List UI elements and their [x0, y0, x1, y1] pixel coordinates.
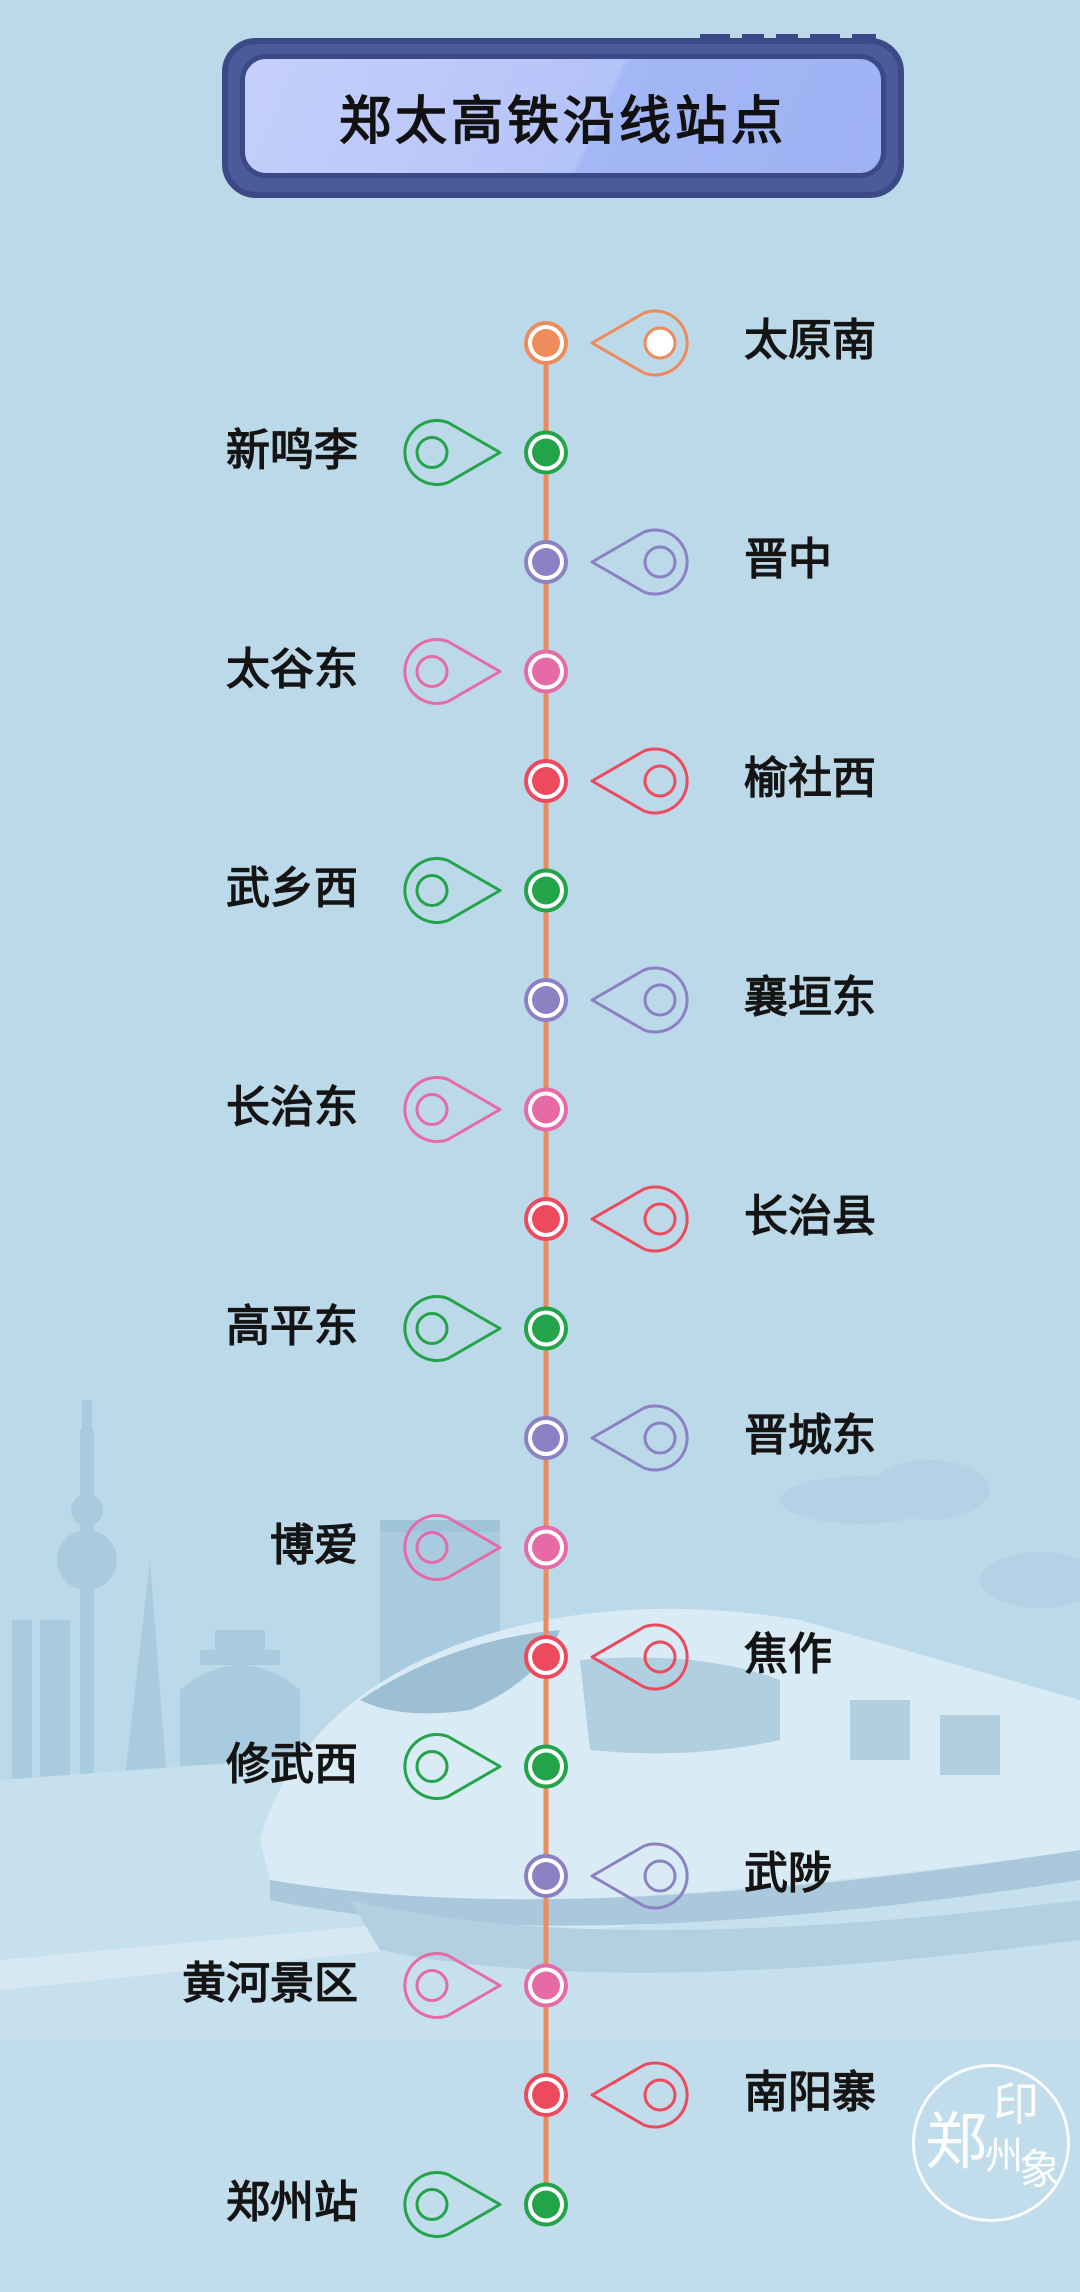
pin-center-icon [643, 545, 677, 579]
station-name: 长治东 [226, 1081, 358, 1133]
station-name: 襄垣东 [744, 972, 876, 1023]
pin-center-icon [643, 1202, 677, 1236]
location-pin-icon [403, 1076, 502, 1143]
station-dot-fill [532, 1752, 560, 1781]
location-pin-icon [590, 528, 689, 596]
station-dot-fill [532, 876, 560, 905]
pin-center-icon [643, 2078, 677, 2112]
location-pin-icon [590, 1623, 689, 1691]
station-marker [524, 309, 689, 377]
station-name: 晋中 [744, 534, 832, 585]
station-dot-fill [532, 329, 560, 357]
station-dot-fill [532, 1971, 560, 2000]
station-marker [403, 1952, 568, 2019]
station-marker [403, 419, 568, 486]
station-marker [524, 2061, 689, 2129]
location-pin-icon [403, 638, 502, 705]
station-marker [524, 1185, 689, 1253]
station-name: 黄河景区 [182, 1957, 358, 2009]
station-name: 晋城东 [744, 1410, 876, 1461]
pin-center-icon [643, 983, 677, 1017]
location-pin-icon [403, 1733, 502, 1800]
station-marker [403, 2171, 568, 2238]
station-marker [403, 638, 568, 705]
pin-center-icon [643, 764, 677, 798]
station-dot-fill [532, 1095, 560, 1124]
station-dot-fill [532, 2190, 560, 2219]
station-dot-fill [532, 1205, 560, 1233]
pin-center-icon [415, 2188, 449, 2221]
station-dot-fill [532, 1862, 560, 1890]
location-pin-icon [590, 1842, 689, 1910]
station-marker [403, 1733, 568, 1800]
title-panel: 郑太高铁沿线站点 [240, 54, 886, 178]
station-marker [403, 1076, 568, 1143]
location-pin-icon [590, 747, 689, 815]
location-pin-icon [403, 857, 502, 924]
location-pin-icon [590, 2061, 689, 2129]
station-name: 郑州站 [226, 2176, 358, 2228]
station-dot-fill [532, 1424, 560, 1452]
location-pin-icon [590, 1404, 689, 1472]
location-pin-icon [590, 309, 689, 377]
station-name: 长治县 [744, 1191, 876, 1242]
pin-center-icon [415, 1312, 449, 1345]
station-name: 榆社西 [744, 753, 876, 804]
station-dot-fill [532, 2081, 560, 2109]
station-dot-fill [532, 657, 560, 686]
station-name: 新鸣李 [226, 424, 358, 476]
pin-center-icon [643, 1421, 677, 1455]
station-name: 修武西 [226, 1738, 358, 1790]
station-name: 博爱 [270, 1519, 358, 1571]
title-banner: 郑太高铁沿线站点 [222, 38, 904, 198]
station-name: 太谷东 [226, 643, 358, 695]
station-marker [524, 1404, 689, 1472]
location-pin-icon [403, 1295, 502, 1362]
station-name: 太原南 [744, 315, 876, 366]
pin-center-icon [415, 874, 449, 907]
station-name: 焦作 [744, 1629, 832, 1680]
station-name: 武陟 [744, 1848, 832, 1899]
pin-center-icon [415, 1750, 449, 1783]
pin-center-icon [643, 1640, 677, 1674]
location-pin-icon [590, 966, 689, 1034]
station-name: 高平东 [226, 1300, 358, 1352]
station-marker [403, 857, 568, 924]
station-marker [524, 1623, 689, 1691]
pin-center-icon [415, 436, 449, 469]
pin-center-icon [415, 1531, 449, 1564]
station-marker [403, 1514, 568, 1581]
station-marker [524, 966, 689, 1034]
pin-center-icon [415, 1969, 449, 2002]
station-dot-fill [532, 986, 560, 1014]
location-pin-icon [590, 1185, 689, 1253]
location-pin-icon [403, 1514, 502, 1581]
station-marker [524, 747, 689, 815]
location-pin-icon [403, 1952, 502, 2019]
station-dot-fill [532, 1533, 560, 1562]
location-pin-icon [403, 419, 502, 486]
page-title: 郑太高铁沿线站点 [338, 91, 787, 152]
station-dot-fill [532, 548, 560, 576]
pin-center-icon [415, 1093, 449, 1126]
seal-logo: 郑 印 州 象 [912, 2064, 1070, 2222]
station-name: 武乡西 [226, 862, 358, 914]
station-marker [403, 1295, 568, 1362]
station-marker [524, 1842, 689, 1910]
station-dot-fill [532, 438, 560, 467]
pin-center-icon [643, 1859, 677, 1893]
location-pin-icon [403, 2171, 502, 2238]
station-dot-fill [532, 1314, 560, 1343]
station-marker [524, 528, 689, 596]
pin-center-icon [415, 655, 449, 688]
station-dot-fill [532, 767, 560, 795]
station-dot-fill [532, 1643, 560, 1671]
pin-center-icon [643, 326, 677, 360]
station-name: 南阳寨 [744, 2067, 876, 2118]
